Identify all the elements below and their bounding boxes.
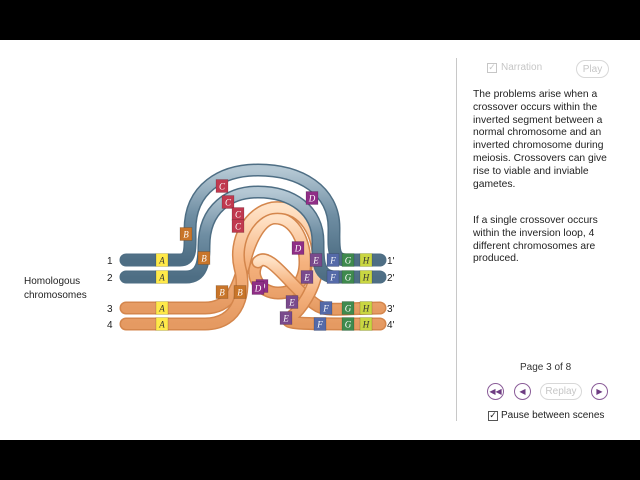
- gene-label: D: [294, 244, 302, 254]
- gene-band-b: B: [197, 251, 211, 265]
- gene-label: G: [345, 320, 352, 330]
- narration-toggle[interactable]: ✓ Narration: [487, 62, 542, 73]
- gene-label: C: [225, 198, 232, 208]
- gene-label: H: [362, 273, 370, 283]
- gene-label: A: [158, 304, 165, 314]
- gene-band-b: B: [179, 227, 193, 241]
- gene-band-a: A: [155, 301, 169, 315]
- gene-band-c: C: [231, 219, 245, 233]
- gene-band-h: H: [359, 270, 373, 284]
- gene-label: F: [322, 304, 329, 314]
- gene-band-c: C: [215, 179, 229, 193]
- narration-checkbox[interactable]: ✓: [487, 62, 497, 73]
- gene-band-e: E: [309, 253, 323, 267]
- gene-band-d: D: [251, 281, 265, 295]
- gene-label: B: [201, 254, 207, 264]
- gene-label: E: [282, 314, 289, 324]
- gene-label: A: [158, 256, 165, 266]
- description-paragraph-1: The problems arise when a crossover occu…: [473, 89, 607, 190]
- back-icon: ◀: [519, 386, 526, 396]
- forward-icon: ▶: [596, 386, 603, 396]
- gene-label: E: [288, 298, 295, 308]
- chromosome-number-3-prime: 3': [387, 304, 395, 315]
- gene-band-g: G: [341, 270, 355, 284]
- gene-label: G: [345, 304, 352, 314]
- gene-label: B: [237, 288, 243, 298]
- chromosome-number-3: 3: [107, 304, 113, 315]
- description-paragraph-2: If a single crossover occurs within the …: [473, 215, 598, 265]
- chromosome-1: [119, 163, 387, 267]
- gene-label: B: [219, 288, 225, 298]
- narration-panel: ✓ Narration Play The problems arise when…: [457, 40, 640, 440]
- rewind-icon: ◀◀: [489, 386, 502, 396]
- gene-label: H: [362, 320, 370, 330]
- inversion-loop-diagram: ABCCDEFGHABCCDEFGHABDABDEFGHEFGH 1 2 3 4…: [24, 163, 395, 331]
- gene-band-g: G: [341, 317, 355, 331]
- chromosome-number-1: 1: [107, 256, 113, 267]
- gene-band-d: D: [305, 191, 319, 205]
- gene-bands: ABCCDEFGHABCCDEFGHABDABDEFGHEFGH: [155, 179, 373, 331]
- narration-label: Narration: [501, 62, 543, 73]
- chromosome-number-2-prime: 2': [387, 273, 395, 284]
- chromosome-number-1-prime: 1': [387, 256, 395, 267]
- gene-label: H: [362, 256, 370, 266]
- gene-label: C: [219, 182, 226, 192]
- gene-label: C: [235, 222, 242, 232]
- gene-label: E: [303, 273, 310, 283]
- gene-band-d: D: [291, 241, 305, 255]
- gene-band-c: C: [221, 195, 235, 209]
- pause-checkbox[interactable]: ✓: [488, 410, 498, 421]
- gene-label: F: [329, 256, 336, 266]
- gene-label: F: [316, 320, 323, 330]
- back-button[interactable]: ◀: [514, 383, 531, 400]
- gene-band-g: G: [341, 301, 355, 315]
- gene-label: G: [345, 273, 352, 283]
- chromosome-number-2: 2: [107, 273, 113, 284]
- gene-band-b: B: [233, 285, 247, 299]
- gene-label: C: [235, 210, 242, 220]
- gene-label: A: [158, 273, 165, 283]
- gene-label: G: [345, 256, 352, 266]
- gene-band-h: H: [359, 253, 373, 267]
- pause-label: Pause between scenes: [501, 410, 605, 421]
- chromosome-number-4: 4: [107, 320, 113, 331]
- gene-band-e: E: [285, 295, 299, 309]
- chromosome-number-4-prime: 4': [387, 320, 395, 331]
- forward-button[interactable]: ▶: [591, 383, 608, 400]
- gene-label: B: [183, 230, 189, 240]
- gene-band-f: F: [326, 253, 340, 267]
- gene-band-h: H: [359, 301, 373, 315]
- replay-button[interactable]: Replay: [540, 383, 582, 400]
- gene-band-f: F: [326, 270, 340, 284]
- panel-divider: [456, 58, 457, 421]
- gene-band-f: F: [319, 301, 333, 315]
- rewind-button[interactable]: ◀◀: [487, 383, 504, 400]
- gene-band-g: G: [341, 253, 355, 267]
- gene-label: H: [362, 304, 370, 314]
- gene-band-h: H: [359, 317, 373, 331]
- page-indicator: Page 3 of 8: [520, 362, 572, 373]
- play-button[interactable]: Play: [576, 60, 609, 78]
- gene-label: D: [308, 194, 316, 204]
- gene-band-e: E: [279, 311, 293, 325]
- homologous-chromosomes-label: Homologous chromosomes: [24, 276, 87, 301]
- gene-band-c: C: [231, 207, 245, 221]
- gene-band-e: E: [300, 270, 314, 284]
- gene-label: D: [254, 284, 262, 294]
- gene-band-a: A: [155, 270, 169, 284]
- gene-band-b: B: [215, 285, 229, 299]
- gene-label: F: [329, 273, 336, 283]
- gene-label: A: [158, 320, 165, 330]
- gene-label: E: [312, 256, 319, 266]
- gene-band-a: A: [155, 253, 169, 267]
- pause-between-scenes-toggle[interactable]: ✓ Pause between scenes: [488, 410, 604, 421]
- gene-band-f: F: [313, 317, 327, 331]
- gene-band-a: A: [155, 317, 169, 331]
- animation-stage: ABCCDEFGHABCCDEFGHABDABDEFGHEFGH 1 2 3 4…: [0, 40, 640, 440]
